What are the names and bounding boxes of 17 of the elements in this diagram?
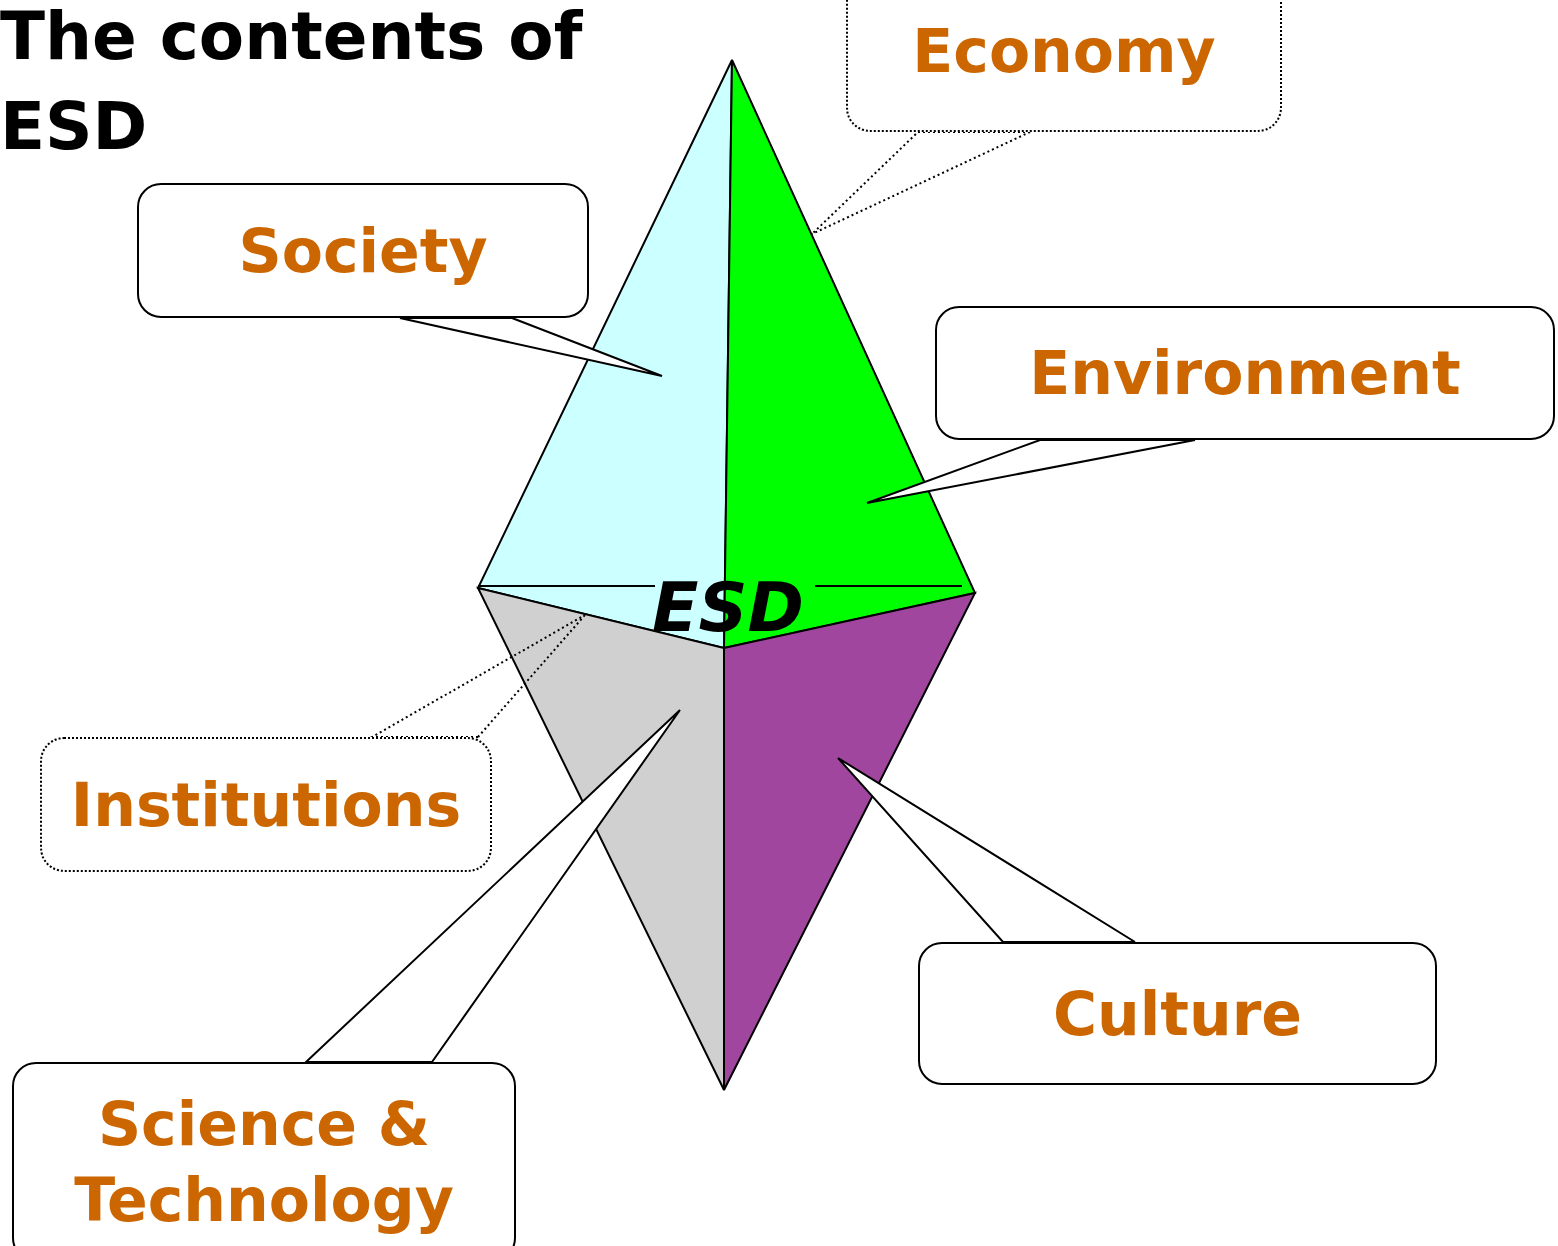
title: The contents of ESD (0, 0, 584, 167)
callout-box (918, 942, 1437, 1085)
callout-text: Institutions (70, 768, 462, 842)
callout-box (846, 0, 1282, 132)
callout-tail (837, 757, 1136, 943)
callout-tail (303, 709, 681, 1063)
callout-text: Science & Technology (73, 1088, 455, 1237)
callout-text: Environment (1029, 337, 1461, 410)
callout-text: Economy (912, 15, 1216, 88)
callout-tail (811, 131, 1031, 235)
callout-tail (399, 317, 663, 377)
callout-tail (866, 439, 1196, 504)
callout-text: Culture (1053, 977, 1302, 1051)
callout-box (40, 737, 492, 872)
callout-box (12, 1062, 516, 1246)
callout-tail (368, 614, 586, 738)
callout-text: Society (238, 214, 488, 288)
